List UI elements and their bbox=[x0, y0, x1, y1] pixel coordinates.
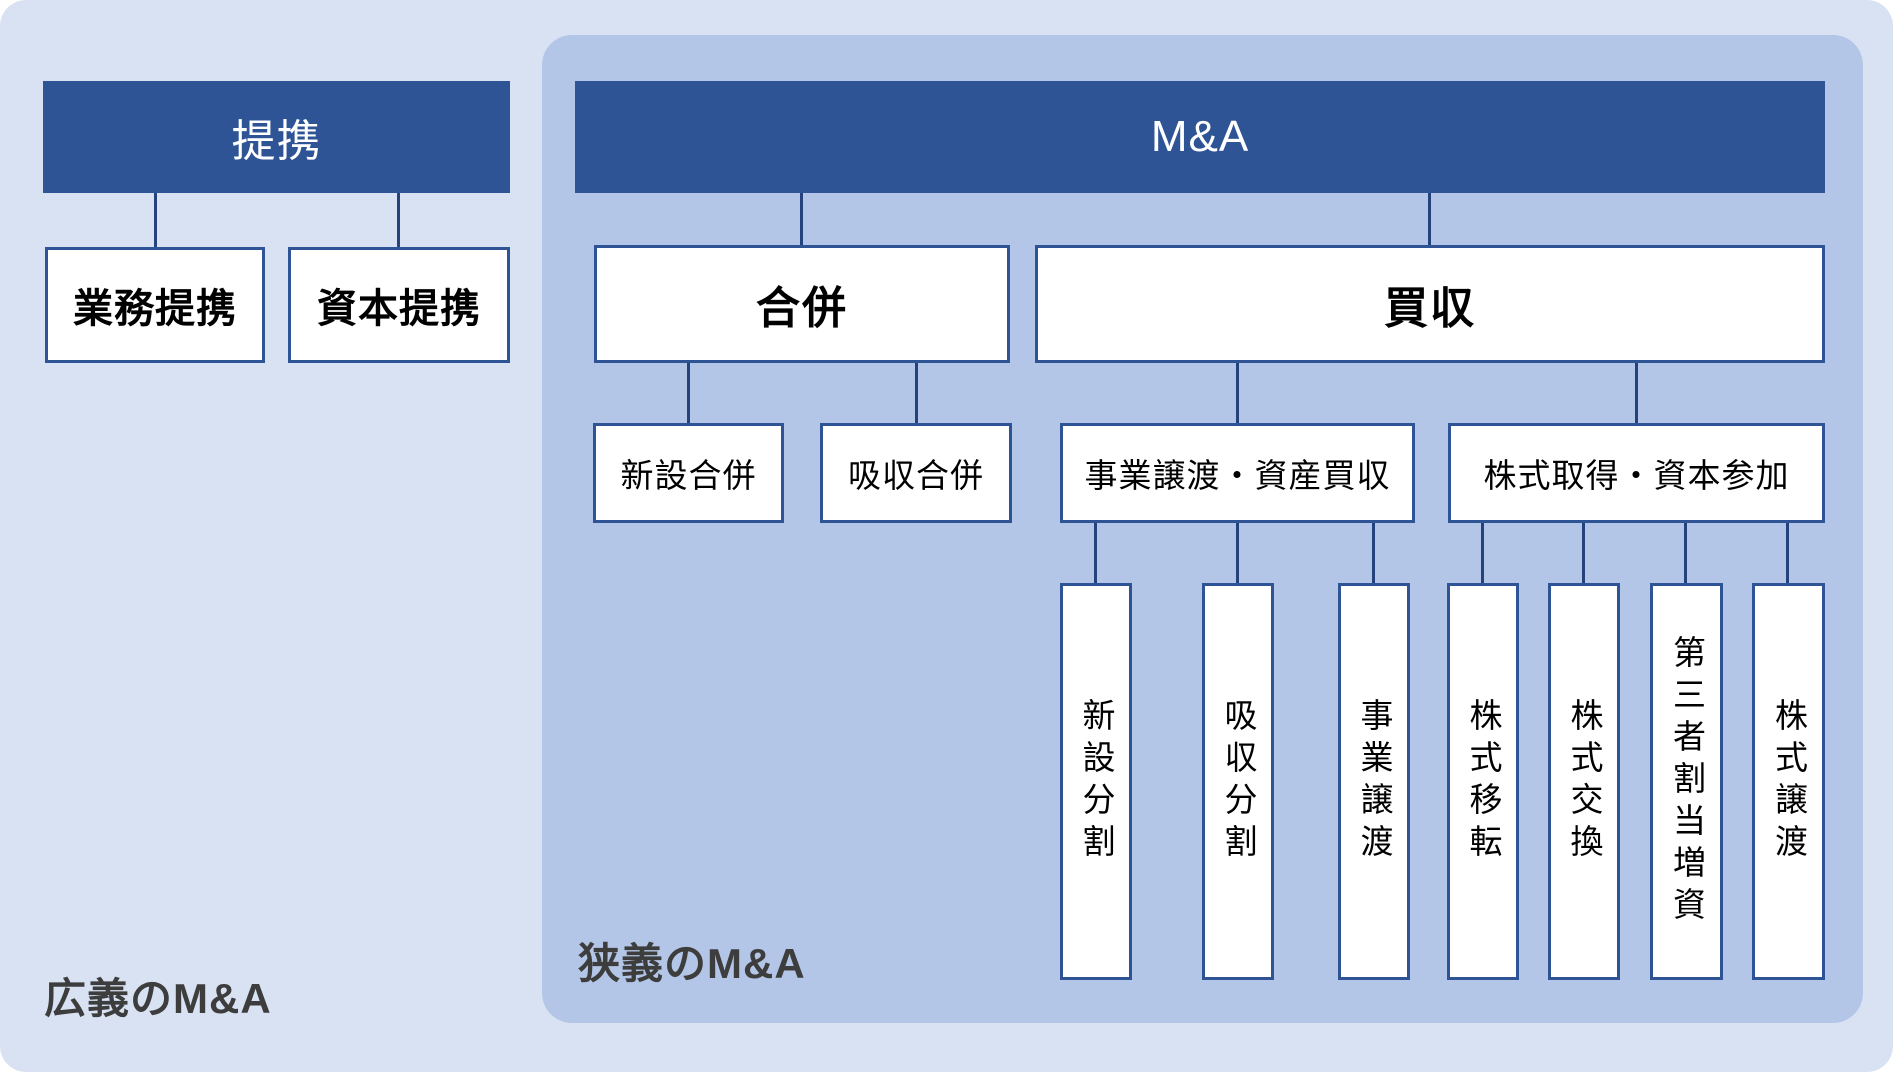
narrow-ma-caption: 狭義のM&A bbox=[578, 940, 806, 987]
new-company-split-box: 新設分割 bbox=[1060, 583, 1132, 980]
connector-leaf-5 bbox=[1582, 523, 1585, 583]
new-company-split-label: 新設分割 bbox=[1078, 697, 1115, 866]
stock-transfer-box: 株式移転 bbox=[1447, 583, 1519, 980]
merger-label: 合併 bbox=[756, 284, 848, 333]
connector-ma-merger bbox=[800, 193, 803, 245]
third-party-allotment-box: 第三者割当増資 bbox=[1650, 583, 1723, 980]
stock-acquisition-label: 株式取得・資本参加 bbox=[1483, 457, 1790, 494]
broad-ma-caption: 広義のM&A bbox=[44, 975, 272, 1022]
merger-box: 合併 bbox=[594, 245, 1010, 363]
partnership-root-box: 提携 bbox=[43, 81, 510, 193]
absorption-merger-label: 吸収合併 bbox=[848, 457, 984, 494]
connector-acquisition-stock bbox=[1635, 363, 1638, 423]
acquisition-label: 買収 bbox=[1384, 284, 1476, 333]
stock-exchange-box: 株式交換 bbox=[1548, 583, 1620, 980]
absorption-split-box: 吸収分割 bbox=[1202, 583, 1274, 980]
connector-partnership-capital bbox=[397, 193, 400, 247]
connector-partnership-business bbox=[154, 193, 157, 247]
business-transfer-box: 事業譲渡 bbox=[1338, 583, 1410, 980]
ma-root-label: M&A bbox=[1150, 112, 1250, 161]
connector-leaf-3 bbox=[1372, 523, 1375, 583]
connector-ma-acquisition bbox=[1428, 193, 1431, 245]
connector-acquisition-business-transfer bbox=[1236, 363, 1239, 423]
business-transfer-asset-label: 事業譲渡・資産買収 bbox=[1084, 457, 1391, 494]
connector-merger-absorption bbox=[915, 363, 918, 423]
absorption-split-label: 吸収分割 bbox=[1220, 697, 1257, 866]
partnership-root-label: 提携 bbox=[231, 117, 322, 166]
connector-leaf-7 bbox=[1786, 523, 1789, 583]
share-transfer-box: 株式譲渡 bbox=[1752, 583, 1825, 980]
stock-transfer-label: 株式移転 bbox=[1465, 697, 1502, 866]
business-transfer-asset-box: 事業譲渡・資産買収 bbox=[1060, 423, 1415, 523]
capital-partnership-label: 資本提携 bbox=[317, 287, 481, 331]
stock-acquisition-box: 株式取得・資本参加 bbox=[1448, 423, 1825, 523]
connector-leaf-2 bbox=[1236, 523, 1239, 583]
business-partnership-box: 業務提携 bbox=[45, 247, 265, 363]
connector-leaf-4 bbox=[1481, 523, 1484, 583]
connector-leaf-6 bbox=[1684, 523, 1687, 583]
acquisition-box: 買収 bbox=[1035, 245, 1825, 363]
new-merger-label: 新設合併 bbox=[620, 457, 757, 494]
ma-root-box: M&A bbox=[575, 81, 1825, 193]
connector-leaf-1 bbox=[1094, 523, 1097, 583]
share-transfer-label: 株式譲渡 bbox=[1770, 697, 1808, 866]
absorption-merger-box: 吸収合併 bbox=[820, 423, 1012, 523]
stock-exchange-label: 株式交換 bbox=[1566, 697, 1603, 866]
third-party-allotment-label: 第三者割当増資 bbox=[1668, 634, 1706, 929]
connector-merger-new bbox=[687, 363, 690, 423]
business-transfer-label: 事業譲渡 bbox=[1356, 697, 1393, 866]
capital-partnership-box: 資本提携 bbox=[288, 247, 510, 363]
new-merger-box: 新設合併 bbox=[593, 423, 784, 523]
business-partnership-label: 業務提携 bbox=[73, 287, 237, 331]
